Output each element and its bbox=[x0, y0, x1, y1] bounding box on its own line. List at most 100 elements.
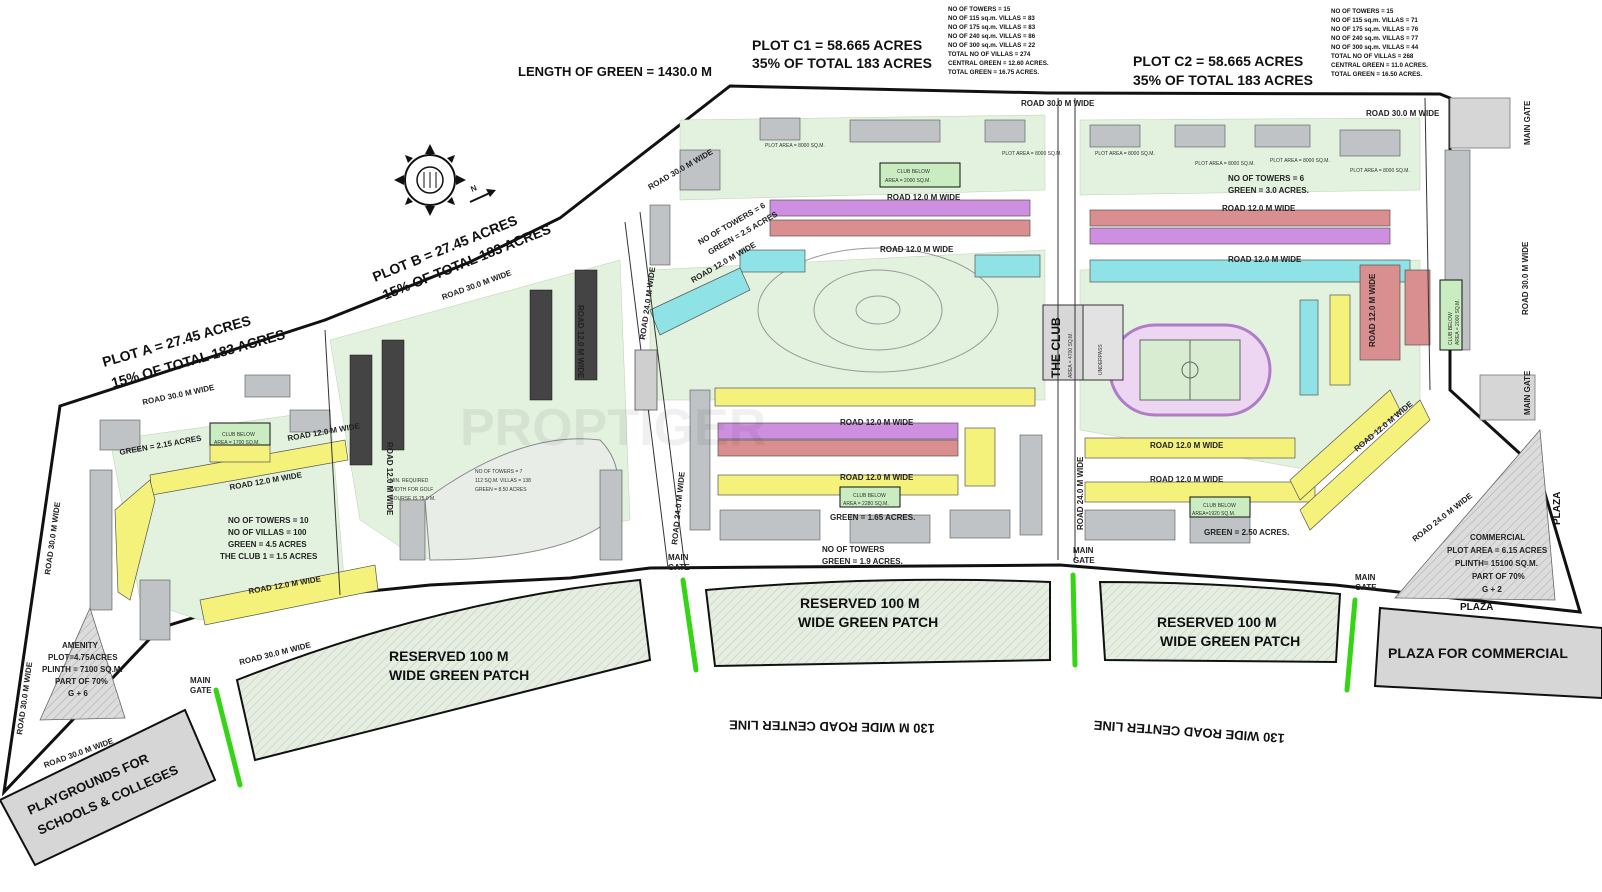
svg-text:CENTRAL GREEN = 12.60 ACRES.: CENTRAL GREEN = 12.60 ACRES. bbox=[948, 60, 1049, 67]
svg-text:PLOT AREA = 6.15 ACRES: PLOT AREA = 6.15 ACRES bbox=[1447, 546, 1548, 555]
gate-corner-top bbox=[1449, 97, 1511, 149]
svg-text:NO OF TOWERS: NO OF TOWERS bbox=[822, 545, 885, 554]
center-line-1: 130 M WIDE ROAD CENTER LINE bbox=[729, 717, 935, 736]
svg-text:NO OF TOWERS = 10: NO OF TOWERS = 10 bbox=[228, 516, 309, 525]
svg-text:RESERVED 100 M: RESERVED 100 M bbox=[389, 648, 509, 664]
svg-text:G + 6: G + 6 bbox=[68, 689, 88, 698]
svg-text:ROAD 30.0 M WIDE: ROAD 30.0 M WIDE bbox=[1521, 241, 1530, 315]
svg-text:ROAD 12.0 M WIDE: ROAD 12.0 M WIDE bbox=[840, 473, 914, 482]
plaza-label-side: PLAZA bbox=[1552, 492, 1563, 525]
club-boxes bbox=[209, 162, 1463, 518]
svg-text:CLUB BELOW: CLUB BELOW bbox=[1203, 503, 1236, 509]
central-green-c1 bbox=[757, 247, 999, 373]
watermark: PROPTIGER bbox=[460, 399, 766, 457]
gate-corner-mid bbox=[1479, 374, 1536, 421]
svg-text:PLOT AREA = 8000 SQ.M.: PLOT AREA = 8000 SQ.M. bbox=[1095, 151, 1155, 157]
svg-text:COURSE IS 75.0 M.: COURSE IS 75.0 M. bbox=[390, 496, 436, 502]
svg-text:TOTAL GREEN = 16.50 ACRES.: TOTAL GREEN = 16.50 ACRES. bbox=[1331, 71, 1422, 78]
plot-c2-title: PLOT C2 = 58.665 ACRES bbox=[1133, 53, 1303, 69]
svg-text:CLUB BELOW: CLUB BELOW bbox=[853, 493, 886, 499]
plaza-commercial-box bbox=[1373, 606, 1602, 700]
svg-text:GREEN = 1.9 ACRES.: GREEN = 1.9 ACRES. bbox=[822, 557, 903, 566]
svg-text:NO OF TOWERS = 7: NO OF TOWERS = 7 bbox=[475, 469, 523, 475]
commercial-info: COMMERCIAL PLOT AREA = 6.15 ACRES PLINTH… bbox=[1447, 533, 1548, 594]
plot-b-stats: NO OF TOWERS = 7 112 SQ.M. VILLAS = 138 … bbox=[390, 469, 531, 502]
svg-text:MAIN: MAIN bbox=[1355, 573, 1376, 582]
svg-text:NO OF 175 sq.m. VILLAS = 83: NO OF 175 sq.m. VILLAS = 83 bbox=[948, 24, 1036, 31]
svg-text:CLUB BELOW: CLUB BELOW bbox=[897, 169, 930, 175]
svg-text:WIDE GREEN PATCH: WIDE GREEN PATCH bbox=[1160, 633, 1300, 649]
svg-text:GATE: GATE bbox=[190, 686, 212, 695]
svg-text:ROAD 12.0 M WIDE: ROAD 12.0 M WIDE bbox=[880, 245, 954, 254]
svg-text:PLOT AREA = 8000 SQ.M.: PLOT AREA = 8000 SQ.M. bbox=[1002, 151, 1062, 157]
villa-rows bbox=[114, 199, 1431, 626]
svg-text:ROAD 24.0 M WIDE: ROAD 24.0 M WIDE bbox=[1076, 456, 1085, 530]
svg-text:ROAD 12.0 M WIDE: ROAD 12.0 M WIDE bbox=[1222, 204, 1296, 213]
svg-text:WIDE GREEN PATCH: WIDE GREEN PATCH bbox=[798, 614, 938, 630]
svg-text:ROAD 12.0 M WIDE: ROAD 12.0 M WIDE bbox=[887, 193, 961, 202]
svg-text:ROAD 12.0 M WIDE: ROAD 12.0 M WIDE bbox=[1150, 475, 1224, 484]
svg-text:TOTAL NO OF VILLAS = 268: TOTAL NO OF VILLAS = 268 bbox=[1331, 53, 1414, 60]
svg-text:GREEN = 3.0 ACRES.: GREEN = 3.0 ACRES. bbox=[1228, 186, 1309, 195]
svg-text:MAIN GATE: MAIN GATE bbox=[1523, 370, 1532, 415]
playgrounds-box bbox=[0, 708, 217, 867]
underpass-box bbox=[1082, 304, 1124, 381]
svg-text:G + 2: G + 2 bbox=[1482, 585, 1502, 594]
svg-text:ROAD 30.0 M WIDE: ROAD 30.0 M WIDE bbox=[1021, 99, 1095, 108]
plot-b-blocks bbox=[349, 269, 598, 466]
amenity-info: AMENITY PLOT=4.75ACRES PLINTH = 7100 SQ.… bbox=[42, 641, 123, 698]
svg-text:GREEN = 2.50 ACRES.: GREEN = 2.50 ACRES. bbox=[1204, 528, 1289, 537]
compass-rose-icon: N bbox=[394, 144, 496, 216]
svg-text:AREA=1920 SQ.M.: AREA=1920 SQ.M. bbox=[1192, 511, 1235, 517]
svg-text:AMENITY: AMENITY bbox=[62, 641, 99, 650]
svg-text:NO OF 115 sq.m. VILLAS = 83: NO OF 115 sq.m. VILLAS = 83 bbox=[948, 15, 1035, 22]
plot-c2-share: 35% OF TOTAL 183 ACRES bbox=[1133, 72, 1313, 88]
svg-text:PART OF 70%: PART OF 70% bbox=[55, 677, 108, 686]
svg-text:NO OF 240 sq.m. VILLAS = 77: NO OF 240 sq.m. VILLAS = 77 bbox=[1331, 35, 1419, 42]
svg-text:NO OF 300 sq.m. VILLAS = 22: NO OF 300 sq.m. VILLAS = 22 bbox=[948, 42, 1036, 49]
main-gate-labels: MAIN GATE MAIN GATE MAIN GATE MAIN GATE … bbox=[190, 100, 1532, 695]
plot-c1-title: PLOT C1 = 58.665 ACRES bbox=[752, 37, 922, 53]
tower-clusters bbox=[89, 117, 1471, 641]
svg-text:GREEN = 4.5 ACRES: GREEN = 4.5 ACRES bbox=[228, 540, 307, 549]
svg-text:GREEN = 8.50 ACRES: GREEN = 8.50 ACRES bbox=[475, 487, 527, 493]
svg-text:PLOT AREA = 8000 SQ.M.: PLOT AREA = 8000 SQ.M. bbox=[1270, 158, 1330, 164]
svg-text:AREA = 1700 SQ.M.: AREA = 1700 SQ.M. bbox=[214, 440, 260, 446]
svg-text:MAIN: MAIN bbox=[1073, 546, 1094, 555]
svg-text:PLINTH = 7100 SQ.M.: PLINTH = 7100 SQ.M. bbox=[42, 665, 123, 674]
svg-text:MIN. REQUIRED: MIN. REQUIRED bbox=[390, 478, 429, 484]
plot-c1-share: 35% OF TOTAL 183 ACRES bbox=[752, 55, 932, 71]
plaza-commercial-label: PLAZA FOR COMMERCIAL bbox=[1388, 645, 1568, 661]
svg-text:CLUB BELOW: CLUB BELOW bbox=[1448, 312, 1454, 345]
svg-text:NO OF 175 sq.m. VILLAS = 76: NO OF 175 sq.m. VILLAS = 76 bbox=[1331, 26, 1419, 33]
svg-text:AREA = 2000 SQ.M.: AREA = 2000 SQ.M. bbox=[1455, 299, 1461, 345]
svg-text:NO OF TOWERS = 15: NO OF TOWERS = 15 bbox=[1331, 8, 1394, 15]
underpass-c1 bbox=[634, 349, 658, 411]
green-gate-strips bbox=[213, 572, 1358, 788]
svg-text:MAIN: MAIN bbox=[190, 676, 211, 685]
svg-text:GATE: GATE bbox=[668, 563, 690, 572]
green-patch-labels: RESERVED 100 M WIDE GREEN PATCH RESERVED… bbox=[389, 595, 1300, 683]
internal-roads bbox=[324, 97, 1431, 596]
commercial-plot bbox=[1394, 429, 1556, 601]
svg-text:GREEN = 1.65 ACRES.: GREEN = 1.65 ACRES. bbox=[830, 513, 915, 522]
underpass-label: UNDERPASS bbox=[1098, 344, 1104, 375]
svg-text:NO OF VILLAS = 100: NO OF VILLAS = 100 bbox=[228, 528, 307, 537]
svg-text:WIDTH FOR GOLF: WIDTH FOR GOLF bbox=[390, 487, 433, 493]
svg-text:ROAD 12.0 M WIDE: ROAD 12.0 M WIDE bbox=[840, 418, 914, 427]
svg-text:ROAD 30.0 M WIDE: ROAD 30.0 M WIDE bbox=[1366, 109, 1440, 118]
plot-c2-inner-labels: NO OF TOWERS = 6 GREEN = 3.0 ACRES. CLUB… bbox=[1095, 151, 1461, 537]
svg-text:NO OF 300 sq.m. VILLAS = 44: NO OF 300 sq.m. VILLAS = 44 bbox=[1331, 44, 1419, 51]
reserved-green-patches bbox=[235, 578, 1342, 762]
svg-text:MAIN: MAIN bbox=[668, 553, 689, 562]
svg-text:PLOT AREA = 8000 SQ.M.: PLOT AREA = 8000 SQ.M. bbox=[1350, 168, 1410, 174]
svg-text:CENTRAL GREEN = 11.0 ACRES.: CENTRAL GREEN = 11.0 ACRES. bbox=[1331, 62, 1428, 69]
plot-c1-stats: NO OF TOWERS = 15 NO OF 115 sq.m. VILLAS… bbox=[948, 6, 1049, 76]
svg-text:ROAD 12.0 M WIDE: ROAD 12.0 M WIDE bbox=[385, 442, 394, 516]
svg-text:COMMERCIAL: COMMERCIAL bbox=[1470, 533, 1525, 542]
svg-text:NO OF TOWERS = 15: NO OF TOWERS = 15 bbox=[948, 6, 1011, 13]
plaza-label-bottom: PLAZA bbox=[1460, 602, 1493, 613]
plot-c2-stats: NO OF TOWERS = 15 NO OF 115 sq.m. VILLAS… bbox=[1331, 8, 1428, 78]
svg-text:NO OF 240 sq.m. VILLAS = 86: NO OF 240 sq.m. VILLAS = 86 bbox=[948, 33, 1036, 40]
